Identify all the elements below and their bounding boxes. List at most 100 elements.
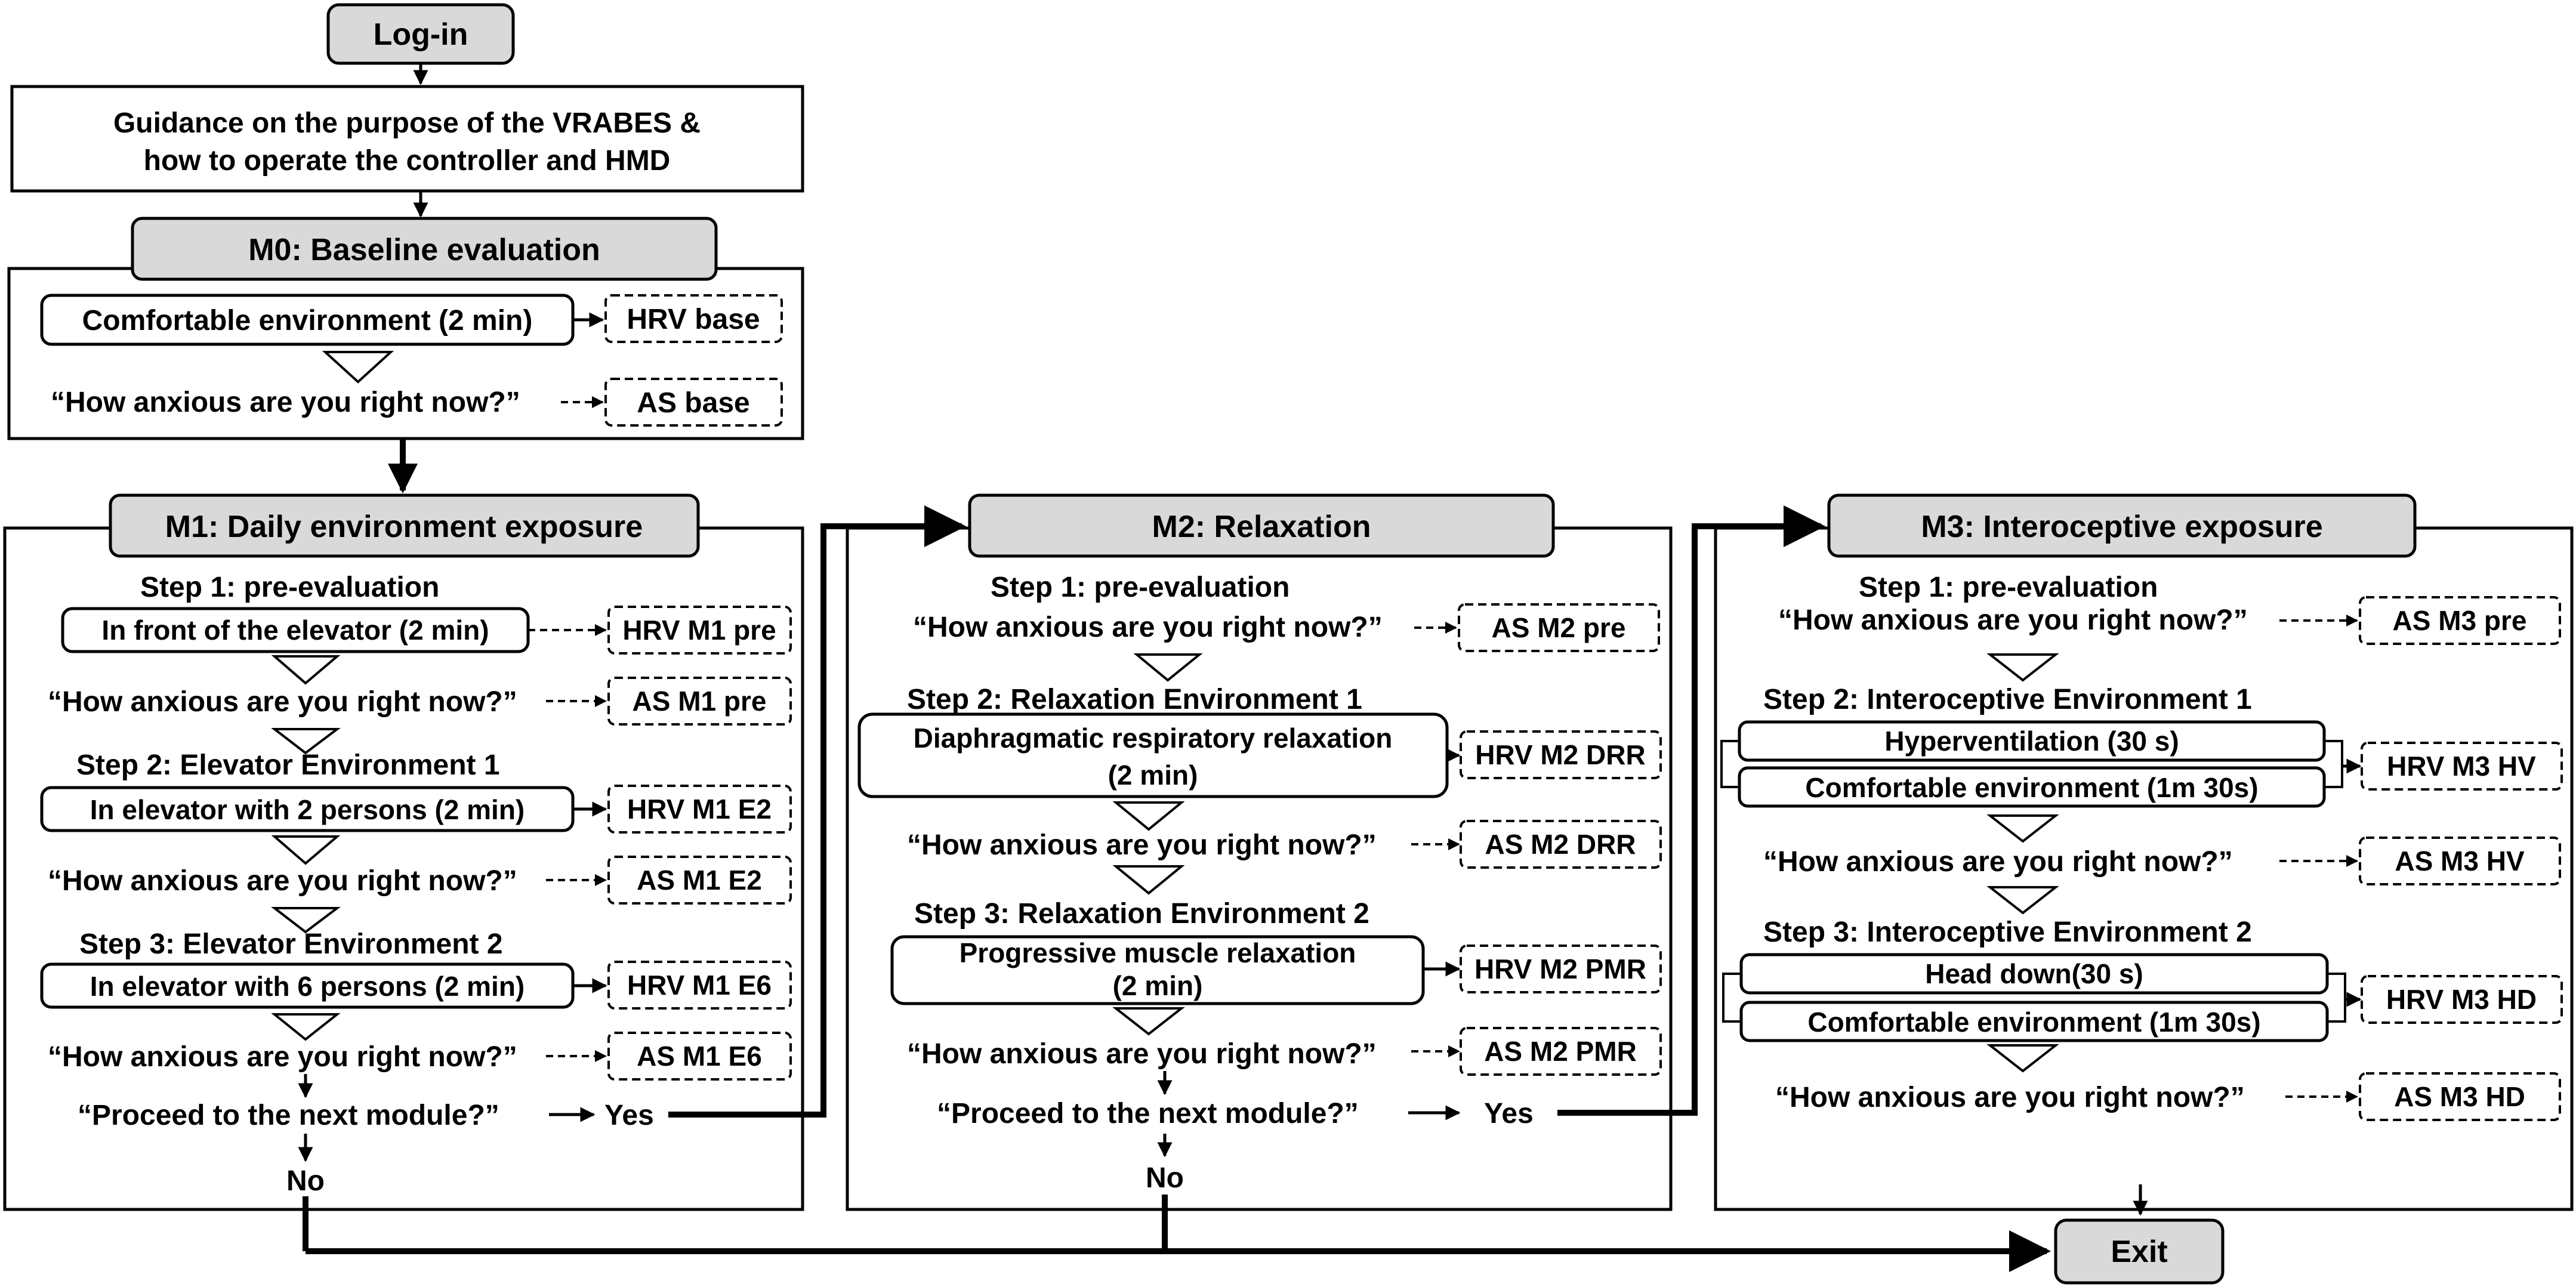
m1-q1: “How anxious are you right now?” bbox=[48, 686, 517, 718]
m1-hrv1-box bbox=[607, 606, 792, 655]
m2-as2: AS M2 DRR bbox=[1485, 829, 1636, 860]
m1-as1-box bbox=[607, 677, 792, 726]
m3-q1: “How anxious are you right now?” bbox=[1778, 604, 2248, 636]
hollow-arrow-icon bbox=[1133, 653, 1203, 682]
m1-hrv2-box bbox=[607, 785, 792, 834]
m0-hrv: HRV base bbox=[627, 304, 760, 335]
m2-hrv3-box bbox=[1460, 945, 1662, 993]
login-label: Log-in bbox=[374, 17, 468, 52]
hollow-arrow-icon bbox=[271, 907, 341, 934]
arrow-m2-yes-to-m3 bbox=[1557, 505, 1825, 1116]
m2-step1: Step 1: pre-evaluation bbox=[991, 572, 1289, 603]
m3-module: M3: Interoceptive exposure Step 1: pre-e… bbox=[1714, 493, 2574, 1211]
hollow-arrow-icon bbox=[271, 835, 341, 865]
m3-q2: “How anxious are you right now?” bbox=[1763, 846, 2233, 878]
m1-q2: “How anxious are you right now?” bbox=[48, 865, 517, 897]
m1-yes: Yes bbox=[604, 1100, 654, 1131]
m1-step3: Step 3: Elevator Environment 2 bbox=[79, 928, 503, 960]
m1-as3-box bbox=[607, 1032, 792, 1081]
m2-header bbox=[968, 493, 1555, 558]
m2-env2-line1: Diaphragmatic respiratory relaxation bbox=[914, 723, 1393, 754]
m1-hrv3-box bbox=[607, 961, 792, 1010]
exit-label: Exit bbox=[2111, 1234, 2167, 1269]
m2-step2: Step 2: Relaxation Environment 1 bbox=[907, 684, 1362, 715]
m1-step1: Step 1: pre-evaluation bbox=[140, 572, 439, 603]
login-node: Log-in bbox=[326, 3, 515, 65]
hollow-arrow-icon bbox=[1112, 865, 1185, 895]
m2-no: No bbox=[1146, 1162, 1184, 1194]
m1-as2-box bbox=[607, 856, 792, 905]
m1-env1: In front of the elevator (2 min) bbox=[101, 615, 489, 646]
m3-env3a: Head down(30 s) bbox=[1925, 958, 2143, 989]
m3-env2a: Hyperventilation (30 s) bbox=[1884, 726, 2179, 757]
m0-header bbox=[131, 217, 718, 281]
m3-as1: AS M3 pre bbox=[2393, 605, 2527, 636]
bracket-left bbox=[1722, 973, 1741, 1023]
m3-title: M3: Interoceptive exposure bbox=[1921, 510, 2322, 544]
m1-no: No bbox=[286, 1165, 325, 1197]
m0-as: AS base bbox=[637, 387, 749, 419]
m3-as3: AS M3 HD bbox=[2394, 1081, 2525, 1112]
bracket-right bbox=[2324, 740, 2343, 788]
bracket-right bbox=[2327, 973, 2346, 1023]
hollow-arrow-icon bbox=[1986, 814, 2059, 843]
exit-node: Exit bbox=[2054, 1218, 2225, 1285]
m2-q2: “How anxious are you right now?” bbox=[907, 829, 1377, 861]
m3-as3-box bbox=[2359, 1072, 2561, 1121]
m2-proceed: “Proceed to the next module?” bbox=[937, 1098, 1359, 1129]
hollow-arrow-icon bbox=[322, 351, 394, 384]
guidance-line1: Guidance on the purpose of the VRABES & bbox=[113, 107, 701, 139]
m1-as2: AS M1 E2 bbox=[637, 865, 762, 896]
m0-module: M0: Baseline evaluation Comfortable envi… bbox=[7, 217, 804, 440]
m1-module: M1: Daily environment exposure Step 1: p… bbox=[3, 493, 804, 1211]
m2-as1: AS M2 pre bbox=[1492, 612, 1626, 643]
m3-step2: Step 2: Interoceptive Environment 1 bbox=[1763, 684, 2252, 715]
m2-as2-box bbox=[1460, 820, 1662, 869]
m2-as3-box bbox=[1460, 1027, 1662, 1076]
m0-as-box bbox=[604, 378, 783, 427]
arrow-m1-yes-to-m2 bbox=[668, 505, 966, 1118]
hollow-arrow-icon bbox=[1986, 653, 2059, 682]
m1-hrv2: HRV M1 E2 bbox=[627, 794, 772, 825]
m2-yes: Yes bbox=[1484, 1098, 1534, 1129]
bracket-left bbox=[1720, 740, 1739, 788]
m3-step1: Step 1: pre-evaluation bbox=[1859, 572, 2158, 603]
m3-env3b: Comfortable environment (1m 30s) bbox=[1807, 1007, 2260, 1038]
m2-q3: “How anxious are you right now?” bbox=[907, 1038, 1377, 1070]
hollow-arrow-icon bbox=[1112, 801, 1185, 831]
m2-hrv3: HRV M2 PMR bbox=[1474, 953, 1646, 984]
m3-hrv2: HRV M3 HV bbox=[2387, 751, 2536, 782]
hollow-arrow-icon bbox=[271, 728, 341, 755]
m3-env2b: Comfortable environment (1m 30s) bbox=[1805, 772, 2258, 803]
m3-hrv2-box bbox=[2361, 742, 2563, 791]
hollow-arrow-icon bbox=[1112, 1007, 1185, 1036]
m3-q3: “How anxious are you right now?” bbox=[1775, 1082, 2245, 1113]
m3-step3: Step 3: Interoceptive Environment 2 bbox=[1763, 916, 2252, 948]
m2-title: M2: Relaxation bbox=[1152, 510, 1371, 544]
m1-as1: AS M1 pre bbox=[633, 686, 767, 717]
hollow-arrow-icon bbox=[1986, 1044, 2059, 1073]
guidance-node: Guidance on the purpose of the VRABES & … bbox=[10, 85, 804, 193]
m1-q3: “How anxious are you right now?” bbox=[48, 1041, 517, 1073]
m3-as1-box bbox=[2359, 596, 2561, 645]
m1-hrv1: HRV M1 pre bbox=[622, 615, 776, 646]
m3-as2: AS M3 HV bbox=[2395, 845, 2525, 876]
m2-env2-line2: (2 min) bbox=[1108, 760, 1198, 791]
m1-proceed: “Proceed to the next module?” bbox=[78, 1100, 499, 1131]
m3-header bbox=[1827, 493, 2417, 558]
m1-header bbox=[109, 493, 700, 558]
hollow-arrow-icon bbox=[271, 655, 341, 685]
m1-hrv3: HRV M1 E6 bbox=[627, 970, 772, 1001]
m3-hrv3-box bbox=[2361, 975, 2563, 1024]
m3-as2-box bbox=[2359, 837, 2561, 885]
m0-env: Comfortable environment (2 min) bbox=[82, 305, 533, 337]
guidance-line2: how to operate the controller and HMD bbox=[144, 145, 671, 177]
m1-env3: In elevator with 6 persons (2 min) bbox=[90, 971, 525, 1002]
m1-env2: In elevator with 2 persons (2 min) bbox=[90, 794, 525, 825]
m2-q1: “How anxious are you right now?” bbox=[913, 612, 1383, 643]
m0-title: M0: Baseline evaluation bbox=[248, 233, 600, 267]
m2-env3-line2: (2 min) bbox=[1113, 970, 1203, 1001]
m2-module: M2: Relaxation Step 1: pre-evaluation “H… bbox=[846, 493, 1673, 1211]
m1-as3: AS M1 E6 bbox=[637, 1041, 762, 1072]
